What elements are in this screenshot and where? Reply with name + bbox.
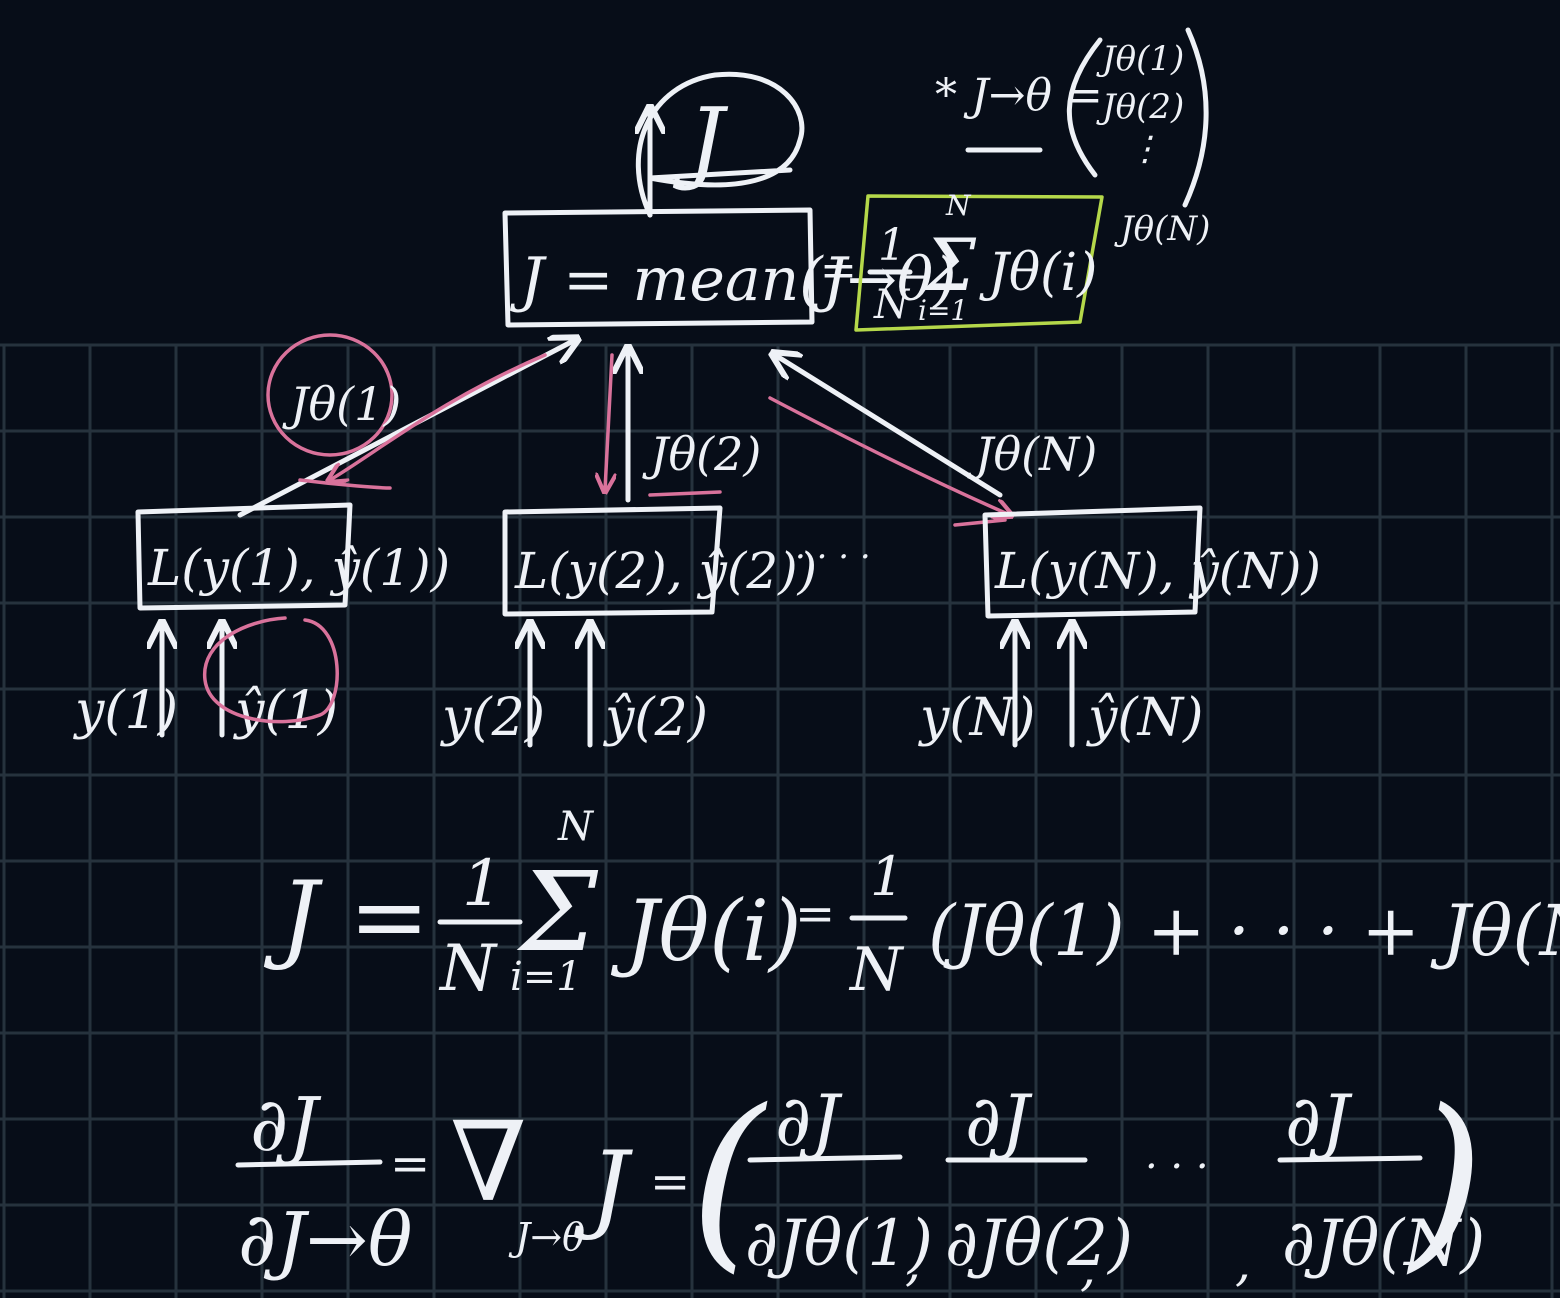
eq2-term-1-num: ∂J — [775, 1080, 843, 1162]
grid-lines — [0, 343, 1560, 1298]
equation-1: J = 1 N N Σ i=1 Jθ(i) = 1 N (Jθ(1) + · ·… — [263, 804, 1560, 1006]
edge-label-middle: Jθ(2) — [642, 427, 761, 481]
eq2-term-1-den: ∂Jθ(1) — [745, 1207, 933, 1281]
loss-node-1-yhat: ŷ(1) — [233, 681, 338, 741]
eq2-ellipsis: · · · — [1145, 1144, 1209, 1190]
yhat-1-highlight — [203, 616, 339, 724]
loss-node-3-yhat: ŷ(N) — [1086, 688, 1203, 748]
eq2-equals1: = — [390, 1136, 430, 1192]
eq2-term-3-num: ∂J — [1285, 1080, 1353, 1162]
eq2-open-paren: ( — [690, 1069, 768, 1290]
vector-entry-3: ⋮ — [1128, 129, 1162, 169]
edge-label-left: Jθ(1) — [282, 377, 401, 431]
vector-open-paren — [1066, 37, 1103, 178]
loss-node-2-label: L(y(2), ŷ(2)) — [514, 542, 817, 600]
eq2-comma-1: , — [905, 1234, 921, 1292]
eq1-equals: = — [795, 886, 835, 942]
eq2-comma-2: , — [1080, 1239, 1096, 1297]
vector-close-paren — [1182, 27, 1209, 208]
loss-node-2: L(y(2), ŷ(2)) y(2) ŷ(2) — [440, 505, 817, 748]
eq2-term-1-bar — [747, 1154, 903, 1163]
eq1-term: Jθ(i) — [610, 882, 802, 980]
eq2-term-3-bar — [1277, 1155, 1423, 1163]
eq1-frac-num: 1 — [462, 847, 503, 921]
eq2-close-paren: ) — [1406, 1069, 1484, 1290]
loss-node-3-label: L(y(N), ŷ(N)) — [994, 542, 1321, 600]
sum-frac-num: 1 — [878, 220, 906, 271]
eq2-comma-3: , — [1235, 1234, 1251, 1292]
edges: Jθ(1) Jθ(2) Jθ(N) — [237, 333, 1097, 527]
sum-box: 1 N N Σ i=1 Jθ(i) — [854, 189, 1104, 332]
eq2-lhs-den: ∂J→θ — [238, 1197, 413, 1283]
loss-node-3: L(y(N), ŷ(N)) y(N) ŷ(N) — [918, 505, 1321, 748]
edge-label-right: Jθ(N) — [967, 427, 1097, 481]
eq2-equals2: = — [650, 1154, 690, 1210]
eq2-term-2-num: ∂J — [965, 1080, 1033, 1162]
loss-node-2-y: y(2) — [440, 688, 545, 748]
mean-formula: J = mean(J→θ) — [509, 245, 957, 315]
sum-lower: i=1 — [918, 294, 968, 327]
eq1-sum-lower: i=1 — [510, 954, 582, 1000]
vector-note: * J→θ = Jθ(1) Jθ(2) ⋮ Jθ(N) — [935, 27, 1210, 249]
equation-2: ∂J ∂J→θ = ∇ J→θ J = ( ∂J ∂Jθ(1) , ∂J ∂Jθ… — [235, 1069, 1485, 1297]
eq2-term-2-den: ∂Jθ(2) — [945, 1207, 1133, 1281]
eq2-lhs-num: ∂J — [250, 1082, 322, 1168]
eq1-frac-den: N — [438, 932, 498, 1006]
eq1-rhs: (Jθ(1) + · · · + Jθ(N)) — [928, 890, 1560, 972]
eq2-nabla: ∇ — [450, 1098, 527, 1226]
vector-entry-4: Jθ(N) — [1114, 209, 1210, 249]
eq1-sum-symbol: Σ — [516, 848, 599, 976]
vector-entry-2: Jθ(2) — [1096, 87, 1184, 127]
loss-node-1-y: y(1) — [73, 681, 178, 741]
mean-equals: = — [820, 245, 857, 296]
loss-node-2-yhat: ŷ(2) — [603, 688, 708, 748]
sum-upper: N — [945, 189, 972, 222]
sum-term: Jθ(i) — [979, 243, 1097, 303]
eq1-frac2-num: 1 — [870, 845, 904, 908]
loss-node-1-label: L(y(1), ŷ(1)) — [147, 539, 450, 597]
eq2-nabla-sub: J→θ — [508, 1215, 585, 1259]
edge-left-highlight — [266, 333, 394, 457]
eq2-lhs-bar — [235, 1159, 383, 1168]
sum-frac-den: N — [873, 282, 911, 328]
sum-symbol: Σ — [922, 223, 977, 307]
eq1-sum-upper: N — [557, 804, 595, 850]
vector-entry-1: Jθ(1) — [1096, 39, 1184, 79]
eq1-frac2-den: N — [848, 935, 905, 1005]
loss-node-1: L(y(1), ŷ(1)) y(1) ŷ(1) — [73, 502, 450, 741]
loss-ellipsis: · · · · — [795, 537, 871, 577]
eq2-term-3-den: ∂Jθ(N) — [1282, 1207, 1485, 1281]
loss-node-3-y: y(N) — [918, 688, 1035, 748]
eq1-lhs: J = — [263, 861, 429, 973]
mean-box: J = mean(J→θ) — [502, 207, 957, 328]
